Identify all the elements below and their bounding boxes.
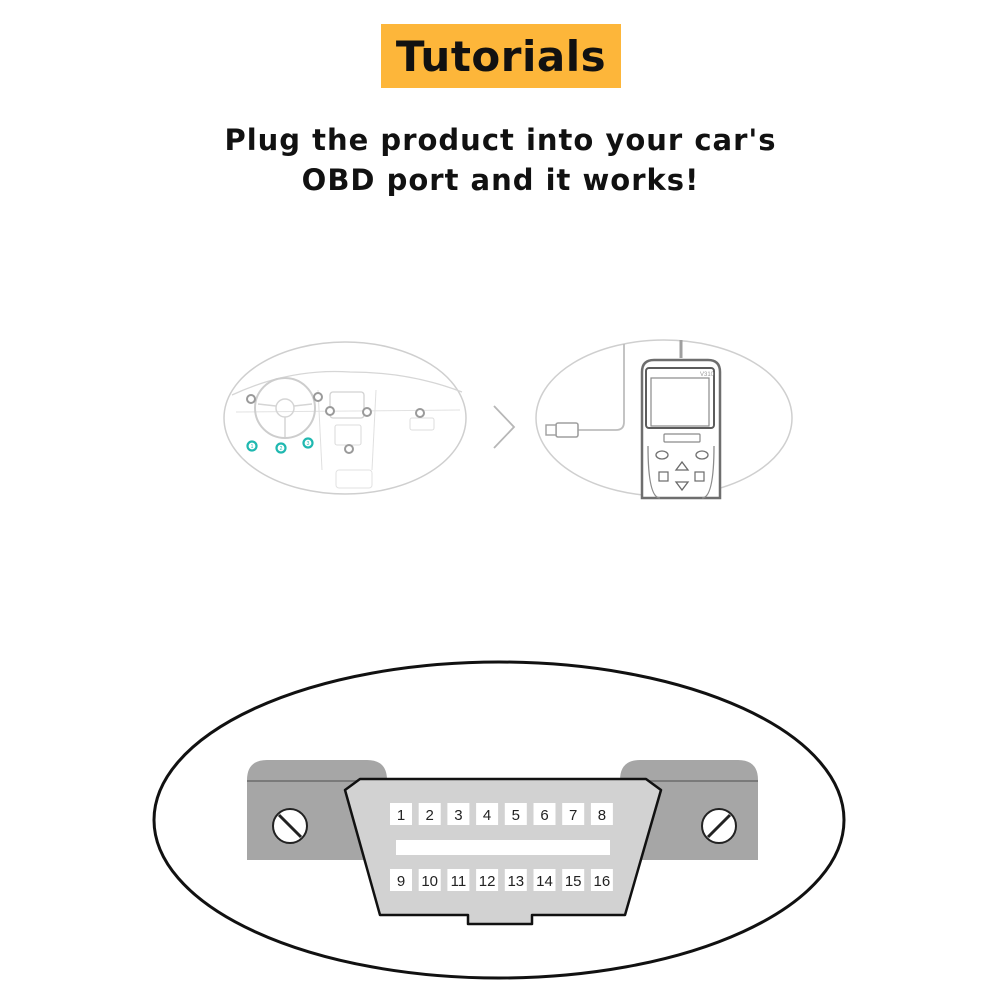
obd-pin-label: 11 <box>451 873 467 890</box>
obd-pin-label: 14 <box>536 873 553 890</box>
instruction-line-1: Plug the product into your car's <box>224 123 777 157</box>
scanner-device-illustration: V310 <box>535 339 793 500</box>
obd-pin-box <box>590 803 613 825</box>
obd-pin-box <box>418 803 441 825</box>
obd-pin-label: 6 <box>540 807 548 824</box>
obd-pin-label: 8 <box>598 807 606 824</box>
obd-pin-label: 4 <box>483 807 491 824</box>
obd-pin-label: 3 <box>454 807 462 824</box>
port-marker-label: 1 <box>251 444 254 450</box>
obd-pin-label: 15 <box>565 873 582 890</box>
port-location-markers: 1 2 3 <box>246 437 314 454</box>
obd-pin-box <box>533 869 556 891</box>
obd-pin-box <box>533 803 556 825</box>
tutorials-title: Tutorials <box>395 31 607 81</box>
obd-pin-box <box>476 869 499 891</box>
car-dashboard-illustration: 1 2 3 <box>223 341 467 495</box>
port-marker-label: 2 <box>280 446 283 452</box>
obd-pin-label: 2 <box>426 807 434 824</box>
obd-pin-label: 7 <box>569 807 577 824</box>
obd-pin-label: 1 <box>397 807 405 824</box>
obd-pin-box <box>390 869 412 891</box>
obd-pin-box <box>447 869 470 891</box>
obd-pin-box <box>447 803 470 825</box>
obd-pin-box <box>390 803 412 825</box>
mounting-screw-left-icon <box>272 808 308 844</box>
mounting-screw-right-icon <box>701 808 737 844</box>
tutorials-badge: Tutorials <box>381 24 621 88</box>
obd-pin-box <box>418 869 441 891</box>
obd-pin-box <box>590 869 613 891</box>
chevron-right-icon <box>493 405 516 449</box>
obd-pin-label: 5 <box>512 807 520 824</box>
obd-pin-label: 9 <box>397 873 405 890</box>
obd-pin-label: 13 <box>507 873 524 890</box>
obd-pin-label: 12 <box>479 873 496 890</box>
obd-pin-label: 10 <box>421 873 438 890</box>
port-marker <box>302 437 314 449</box>
obd-pin-row-bottom: 9 10 11 12 13 14 15 16 <box>390 869 613 891</box>
obd-pin-box <box>504 869 527 891</box>
obd-pin-box <box>504 803 527 825</box>
port-marker <box>275 442 287 454</box>
obd-pin-box <box>562 869 585 891</box>
port-marker <box>246 440 258 452</box>
obd-pin-row-top: 1 2 3 4 5 6 7 8 <box>390 803 613 825</box>
obd-pin-label: 16 <box>594 873 611 890</box>
instruction-text: Plug the product into your car's OBD por… <box>150 120 851 200</box>
port-marker-label: 3 <box>307 441 310 447</box>
device-label: V310 <box>700 372 715 378</box>
instruction-line-2: OBD port and it works! <box>301 163 700 197</box>
obd-pin-box <box>476 803 499 825</box>
obd-pin-box <box>562 803 585 825</box>
